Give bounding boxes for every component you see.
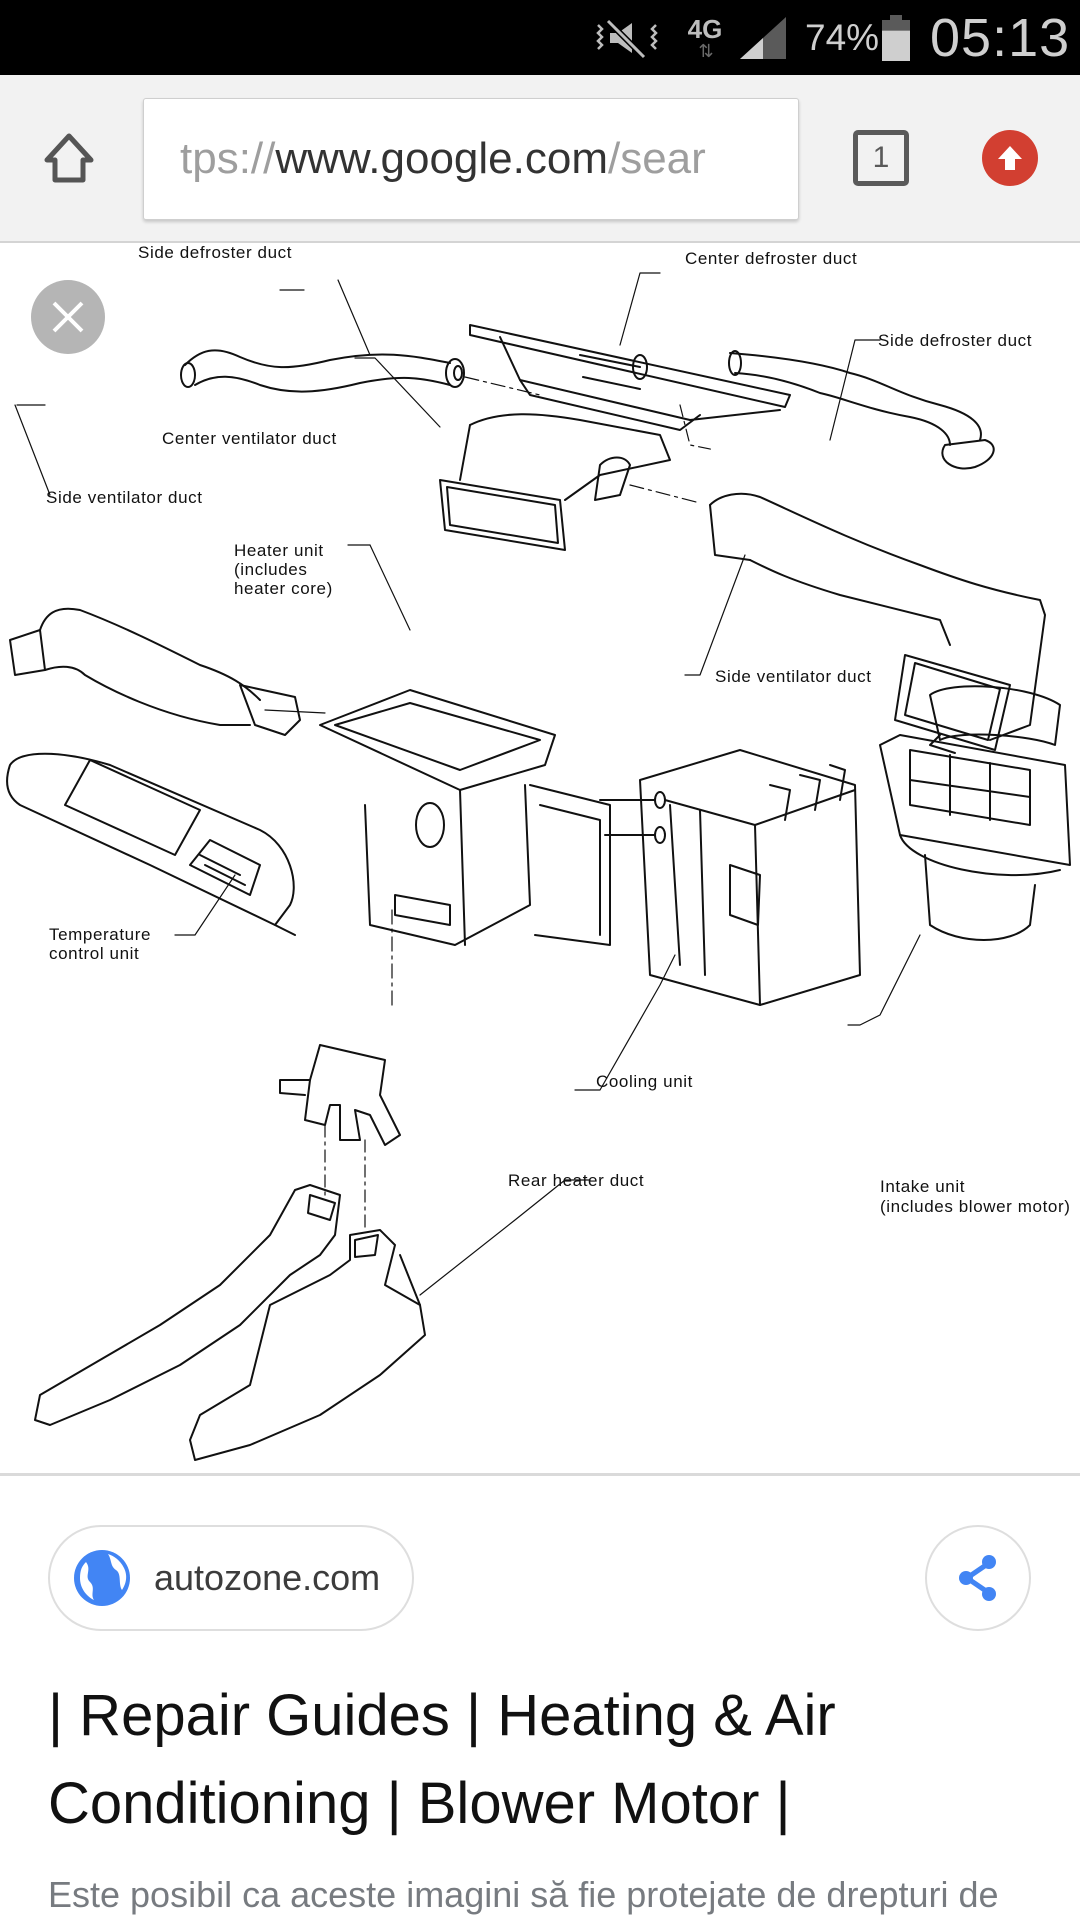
battery-percent: 74% [805,16,880,58]
network-indicator: 4G ⇅ [680,0,730,75]
copyright-notice: Este posibil ca aceste imagini să fie pr… [48,1874,999,1915]
intake-unit [847,685,1071,1026]
share-icon [959,1555,996,1601]
home-button[interactable] [36,125,102,191]
label-heater-unit-line3: heater core) [234,579,333,598]
side-ventilator-duct-left [9,404,326,736]
browser-toolbar: tps://www.google.com/sear 1 [0,75,1080,243]
label-heater-unit: Heater unit [234,541,324,560]
center-ventilator-duct [354,357,701,551]
url-bar[interactable]: tps://www.google.com/sear [143,98,799,220]
label-cooling-unit: Cooling unit [596,1072,693,1091]
label-rear-heater-duct: Rear heater duct [508,1171,645,1190]
signal-strength-icon [738,0,788,75]
source-link-chip[interactable]: autozone.com [48,1525,414,1631]
label-side-defroster-duct-right: Side defroster duct [878,331,1033,350]
globe-icon [74,1550,130,1606]
label-intake-unit-line2: (includes blower motor) [880,1197,1071,1216]
temperature-control-unit [6,752,296,936]
share-button[interactable] [925,1525,1031,1631]
label-center-ventilator-duct: Center ventilator duct [162,429,337,448]
label-side-ventilator-duct-left: Side ventilator duct [46,488,203,507]
battery-icon [880,0,912,75]
update-button[interactable] [982,130,1038,186]
side-defroster-duct-left [180,279,541,396]
tab-count: 1 [872,141,890,174]
side-defroster-duct-right [728,339,995,470]
tab-switcher-button[interactable]: 1 [853,130,909,186]
home-icon [44,133,94,183]
label-intake-unit: Intake unit [880,1177,966,1196]
image-viewer[interactable]: Side defroster duct Center defroster duc… [0,245,1080,1473]
source-domain: autozone.com [154,1557,381,1598]
close-icon [52,301,84,333]
result-title[interactable]: | Repair Guides | Heating & Air Conditio… [48,1683,836,1836]
label-heater-unit-line2: (includes [234,560,308,579]
label-temperature-control-unit-line2: control unit [49,944,140,963]
label-side-ventilator-duct-right: Side ventilator duct [715,667,872,686]
heater-unit [319,544,666,1006]
url-host: www.google.com [275,134,608,183]
network-type: 4G [687,13,723,44]
data-activity-icon: ⇅ [698,40,713,61]
clock: 05:13 [930,7,1071,68]
rear-adapter [279,1044,401,1231]
label-center-defroster-duct: Center defroster duct [685,249,858,268]
hvac-exploded-diagram [6,272,1071,1461]
divider [0,1473,1080,1476]
close-viewer-button[interactable] [31,280,105,354]
label-temperature-control-unit: Temperature [49,925,152,944]
rear-heater-duct [34,1179,591,1461]
cooling-unit [574,749,861,1091]
status-bar: 4G ⇅ 74% 05:13 [0,0,1080,75]
side-ventilator-duct-right [684,492,1046,754]
label-side-defroster-duct-left: Side defroster duct [138,245,293,262]
update-arrow-icon [998,146,1022,170]
url-scheme: tps:// [180,134,276,183]
vibrate-mute-icon [592,0,662,75]
url-path: /sear [607,134,706,183]
center-defroster-duct [469,272,791,451]
